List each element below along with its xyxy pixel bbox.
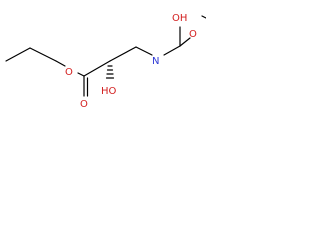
bond-chiral-c-ch2 bbox=[109, 46, 137, 62]
atom-label-carbamate-o: O bbox=[189, 29, 197, 40]
atom-label-layer: OH O N O O HO bbox=[65, 13, 197, 110]
stereo-hash-bond bbox=[105, 65, 115, 79]
bond-n-carbamate-c bbox=[163, 45, 181, 56]
bond-carbonyl-c-chiral-c bbox=[83, 60, 111, 77]
atom-label-amine-n: N bbox=[152, 56, 159, 67]
atom-label-hydroxyl: HO bbox=[101, 86, 117, 97]
bond-ch2-ester-o bbox=[55, 60, 66, 67]
molecule-structure: OH O N O O HO bbox=[5, 13, 206, 110]
bond-layer bbox=[5, 15, 206, 97]
atom-label-carbonyl-o: O bbox=[80, 99, 88, 110]
atom-label-ester-o: O bbox=[65, 67, 73, 78]
bond-ch2-n bbox=[135, 46, 153, 56]
bond-ethyl-ch3 bbox=[5, 47, 31, 62]
bond-ester-o-carbonyl-c bbox=[77, 72, 85, 77]
atom-label-carbamate-oh: OH bbox=[172, 13, 187, 24]
bond-carbamate-c-o bbox=[179, 37, 191, 47]
bond-ethyl-ch2 bbox=[29, 47, 57, 62]
bond-carbamate-o-ch2 bbox=[201, 15, 206, 19]
